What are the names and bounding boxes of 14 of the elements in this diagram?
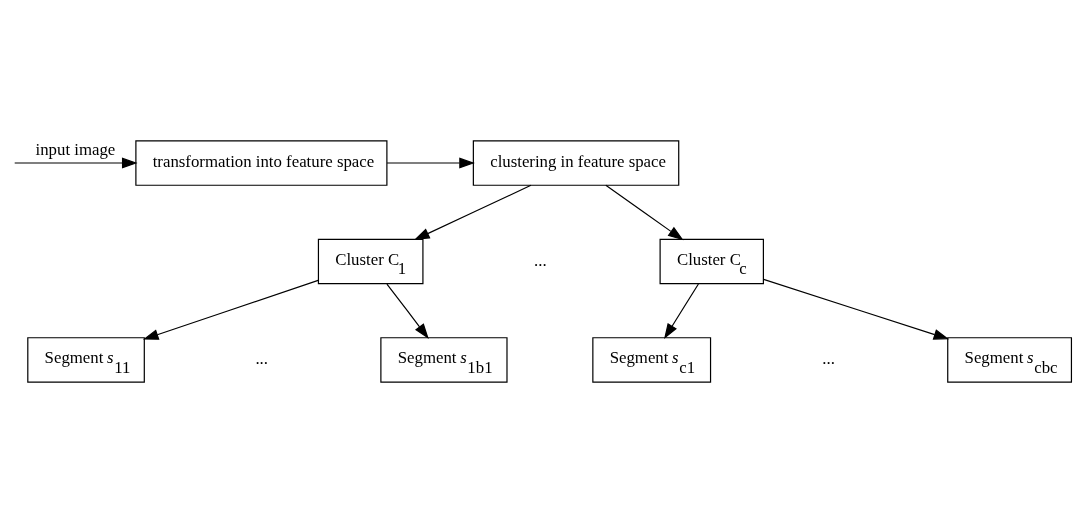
arrow (763, 278, 950, 340)
edge-label: input image (35, 139, 116, 159)
arrow (664, 282, 699, 339)
label: ... (255, 348, 268, 368)
arrow (605, 184, 684, 240)
node-box: transformation into feature space (135, 139, 388, 186)
arrow (386, 157, 475, 168)
arrow (14, 157, 138, 168)
arrow (142, 279, 319, 340)
label: ... (534, 250, 547, 270)
label: ... (822, 348, 835, 368)
arrow (386, 282, 429, 339)
node-box: clustering in feature space (472, 139, 680, 186)
arrow (414, 184, 532, 240)
